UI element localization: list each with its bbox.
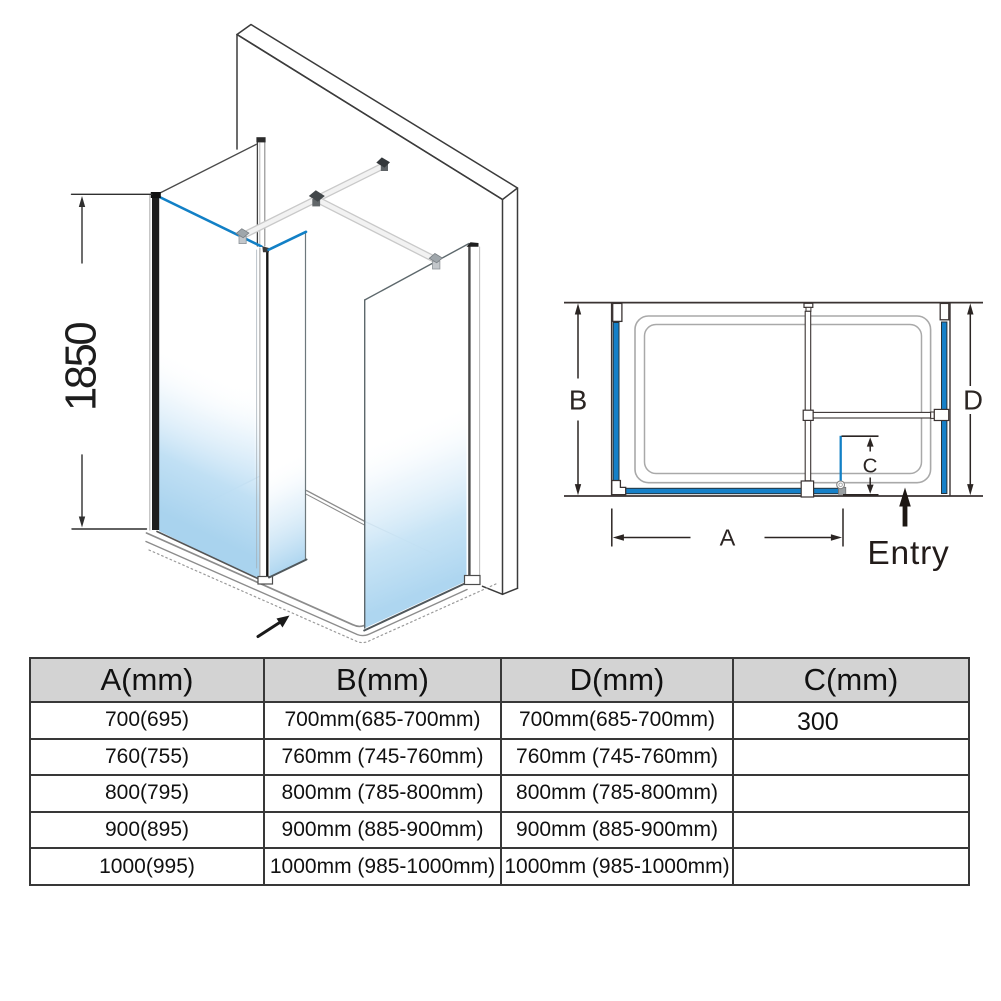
svg-text:A: A — [720, 525, 736, 551]
svg-text:C: C — [863, 455, 878, 478]
svg-text:1850: 1850 — [58, 323, 106, 411]
svg-text:B: B — [569, 385, 587, 416]
svg-text:D: D — [963, 385, 983, 416]
svg-text:Entry: Entry — [867, 535, 949, 572]
